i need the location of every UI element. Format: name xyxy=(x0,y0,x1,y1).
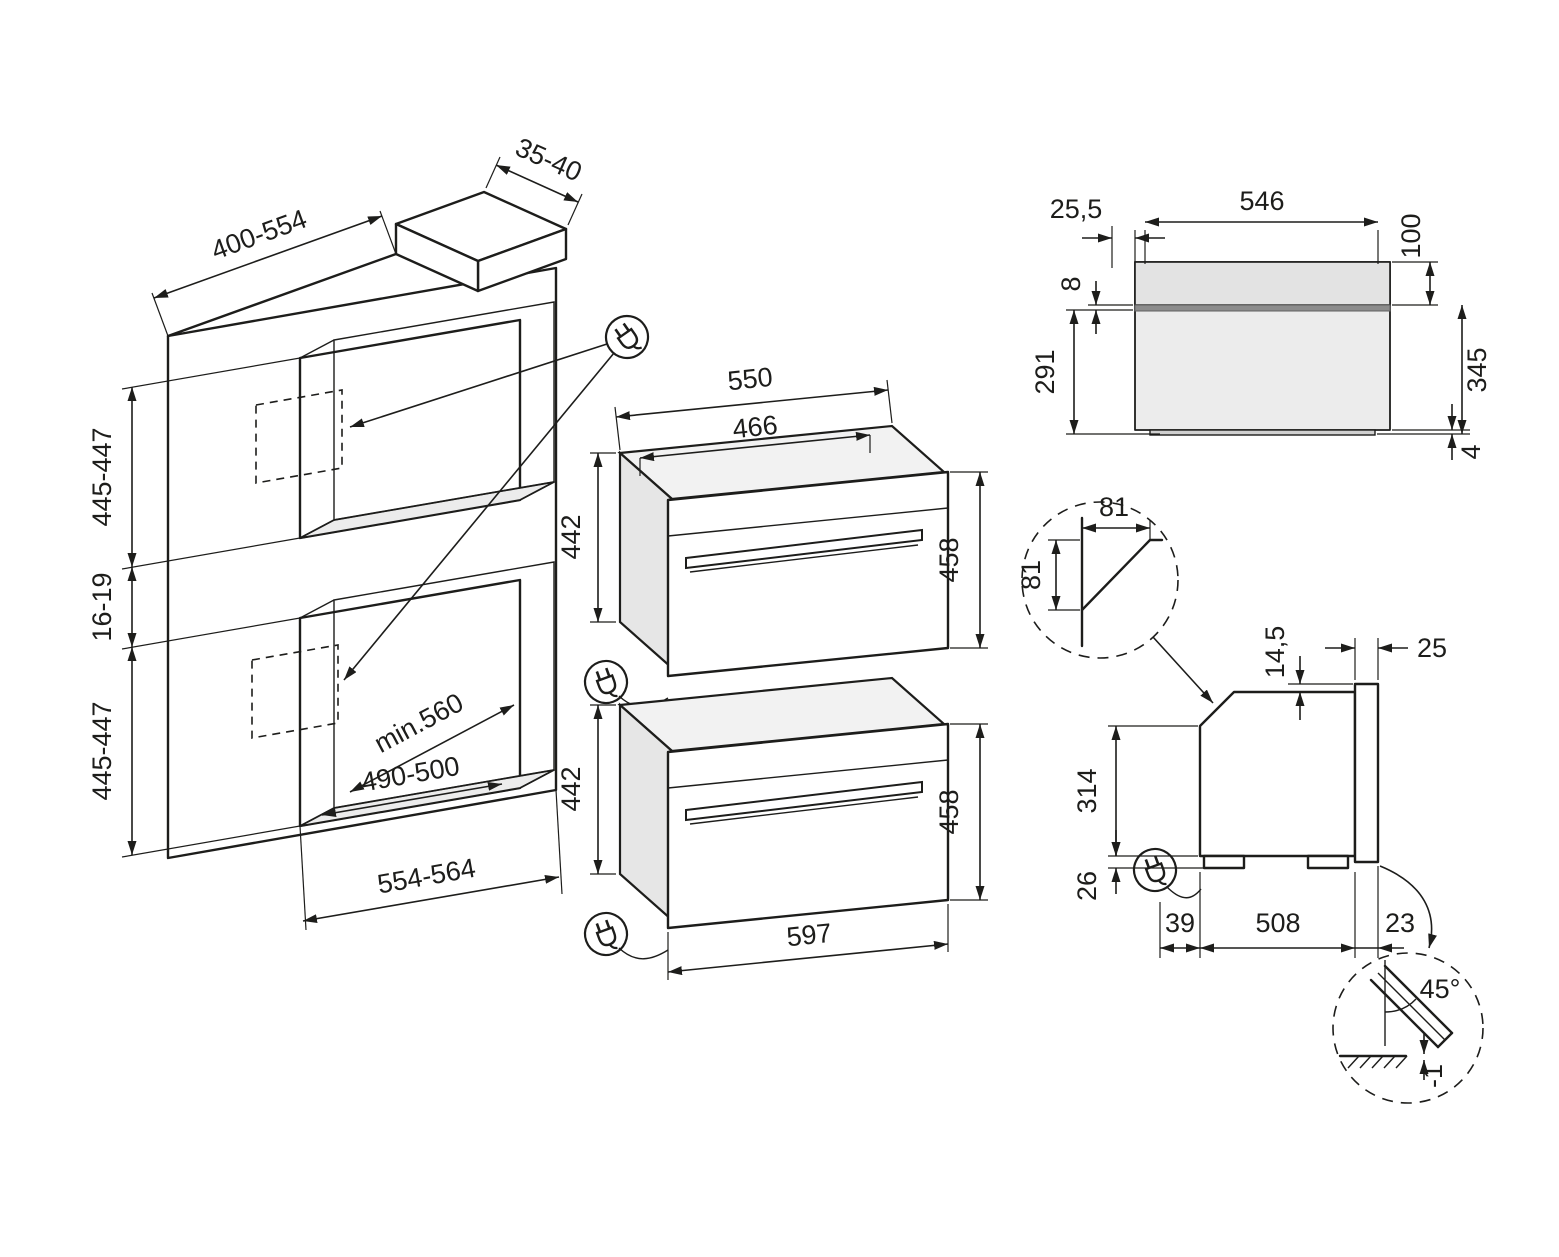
oven-upper-front xyxy=(666,470,950,678)
dim-plinth-height: 4 xyxy=(1447,404,1486,460)
dim-inner-width: 546 xyxy=(1144,186,1379,264)
dim-label-26: 26 xyxy=(1072,871,1102,901)
dim-floor-clearance: -1 xyxy=(1418,1034,1448,1088)
dim-label-unit-width: 554-564 xyxy=(375,853,478,900)
dim-label-lower-niche-height: 445-447 xyxy=(87,701,117,800)
cabinet-isometric-view: 400-554 35-40 445-447 16-19 445-447 min.… xyxy=(87,132,658,931)
upper-niche xyxy=(255,301,555,540)
dim-label-upper-niche-height: 445-447 xyxy=(87,427,117,526)
dim-oven-front-width: 597 xyxy=(667,904,949,980)
dim-label-550: 550 xyxy=(726,362,774,397)
rear-foot xyxy=(1306,854,1350,870)
dim-top-clearance: 14,5 xyxy=(1260,626,1353,720)
oven-upper-panel-divider xyxy=(667,507,949,537)
dim-front-height: 314 xyxy=(1072,725,1198,857)
dim-label-niche-gap: 16-19 xyxy=(87,572,117,641)
lower-socket-position-box xyxy=(251,644,339,739)
oven-lower-view: 442 458 597 xyxy=(556,676,988,980)
dim-oven-upper-front-height: 458 xyxy=(934,471,988,649)
dim-label-worktop: 35-40 xyxy=(511,132,586,187)
dim-label-442-lower: 442 xyxy=(556,766,586,811)
detail-leader xyxy=(1152,636,1214,704)
trim-band xyxy=(1134,304,1391,312)
dim-label-291: 291 xyxy=(1030,349,1060,394)
floor-hatching xyxy=(1347,1055,1408,1069)
dim-label-minus1: -1 xyxy=(1418,1064,1448,1088)
plug-leader-lower xyxy=(343,352,615,681)
dim-label-466: 466 xyxy=(731,410,779,445)
dim-label-14-5: 14,5 xyxy=(1260,626,1290,679)
dim-foot-height: 26 xyxy=(1072,830,1204,901)
angle-arc xyxy=(1384,998,1417,1013)
power-plug-icon xyxy=(1126,841,1184,899)
dim-label-345: 345 xyxy=(1462,347,1492,392)
plinth xyxy=(1149,429,1376,436)
oven-side-body xyxy=(1198,690,1357,858)
dim-oven-lower-front-height: 458 xyxy=(934,723,988,901)
dim-chamfer-height: 81 xyxy=(1016,539,1080,611)
top-vent-section xyxy=(1134,261,1391,306)
front-elevation-view: 25,5 546 100 8 291 xyxy=(1030,186,1492,460)
oven-upper-handle xyxy=(685,528,923,570)
dim-label-25-5: 25,5 xyxy=(1050,194,1103,224)
oven-upper-view: 550 466 442 458 xyxy=(556,362,988,711)
dim-label-546: 546 xyxy=(1239,186,1284,216)
dim-left-chain: 445-447 16-19 445-447 xyxy=(87,357,301,858)
dim-overall-height: 345 xyxy=(1377,305,1492,435)
dim-label-4: 4 xyxy=(1456,444,1486,459)
dim-door-thickness: 25 xyxy=(1325,633,1447,680)
plug-leader-upper xyxy=(349,343,608,428)
chamfer-detail-circle: 81 81 xyxy=(1016,492,1214,704)
dim-label-25: 25 xyxy=(1417,633,1447,663)
oven-lower-front xyxy=(666,722,950,930)
dim-label-314: 314 xyxy=(1072,768,1102,813)
power-plug-icon xyxy=(596,306,658,368)
dim-label-81-top: 81 xyxy=(1099,492,1129,522)
dim-oven-top-width: 550 xyxy=(614,362,893,451)
door-bottom-detail-circle: 45° -1 xyxy=(1332,865,1484,1104)
dim-label-442-upper: 442 xyxy=(556,514,586,559)
oven-door-side xyxy=(1353,682,1380,864)
dim-label-45deg: 45° xyxy=(1420,974,1461,1004)
dim-trim-gap: 8 xyxy=(1056,276,1133,334)
dim-oven-inner-width: 466 xyxy=(639,410,871,476)
plug-cord xyxy=(618,947,669,960)
dim-label-81-left: 81 xyxy=(1016,560,1046,590)
dim-label-458-lower: 458 xyxy=(934,789,964,834)
dim-oven-lower-body-height: 442 xyxy=(556,704,616,875)
front-foot xyxy=(1202,854,1246,870)
side-elevation-view: 14,5 25 314 26 xyxy=(1016,492,1484,1104)
dim-label-508: 508 xyxy=(1255,908,1300,938)
dim-bottom-chain: 39 508 23 xyxy=(1159,866,1415,958)
dim-label-458-upper: 458 xyxy=(934,537,964,582)
worktop-slab xyxy=(394,190,568,293)
dim-label-100: 100 xyxy=(1396,213,1426,258)
dim-label-23: 23 xyxy=(1385,908,1415,938)
dim-label-8: 8 xyxy=(1056,276,1086,291)
dim-top-section-height: 100 xyxy=(1392,213,1438,306)
dim-side-offset: 25,5 xyxy=(1050,194,1165,268)
plug-cord xyxy=(1166,886,1202,899)
upper-socket-position-box xyxy=(255,389,343,484)
dim-chamfer-width: 81 xyxy=(1082,492,1151,540)
dim-door-section-height: 291 xyxy=(1030,310,1160,435)
dim-label-39: 39 xyxy=(1165,908,1195,938)
oven-lower-handle xyxy=(685,780,923,822)
oven-lower-panel-divider xyxy=(667,759,949,789)
dim-label-597: 597 xyxy=(785,918,833,953)
dim-label-top-depth: 400-554 xyxy=(207,204,310,266)
detail-leader xyxy=(1379,865,1437,949)
dim-oven-upper-body-height: 442 xyxy=(556,452,616,623)
